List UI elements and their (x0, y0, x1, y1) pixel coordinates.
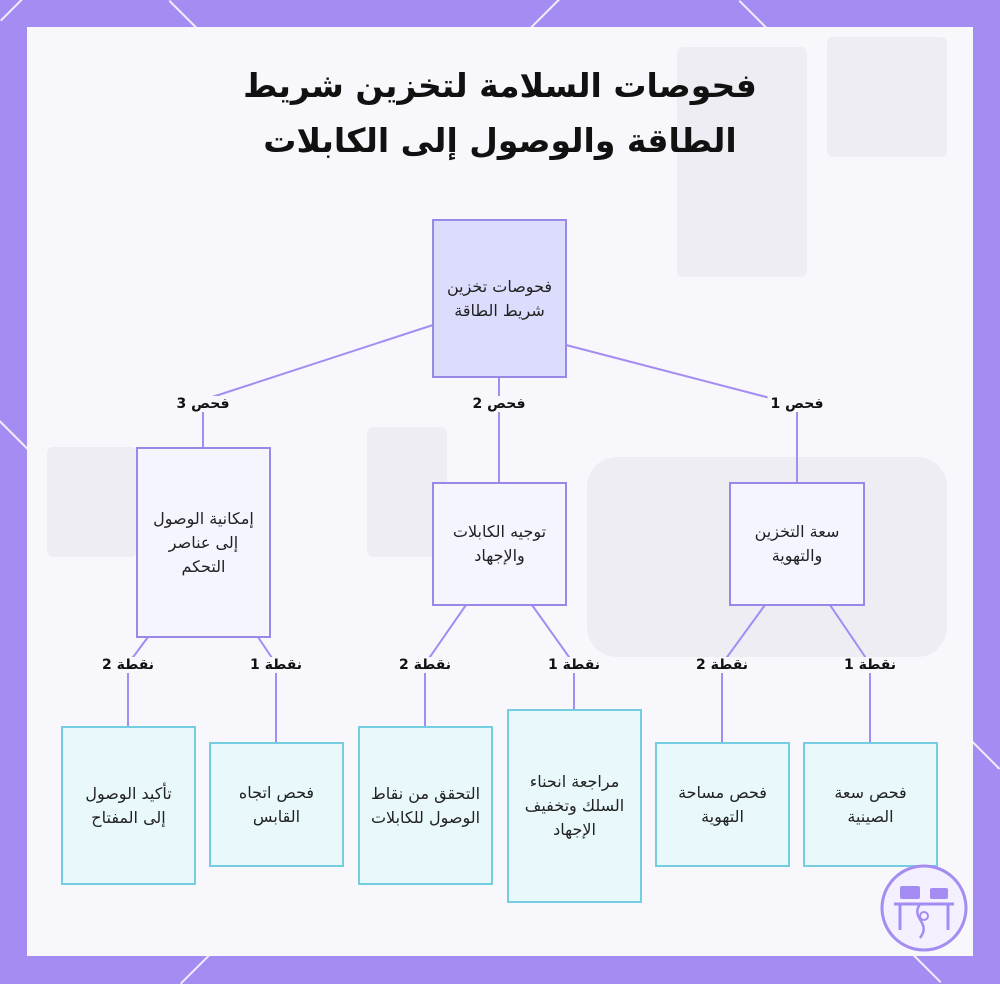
background-photo-block (47, 447, 137, 557)
node-cable-routing-label: توجيه الكابلات والإجهاد (452, 522, 547, 565)
title-line-2: الطاقة والوصول إلى الكابلات (263, 121, 737, 160)
node-ventilation-space: فحص مساحة التهوية (655, 742, 790, 867)
edge-c1-p1 (829, 604, 871, 665)
node-plug-orientation: فحص اتجاه القابس (209, 742, 344, 867)
edge-label-c2-point2: نقطة 2 (395, 657, 455, 673)
node-plug-orientation-label: فحص اتجاه القابس (238, 782, 315, 826)
workspace-logo-icon (880, 864, 968, 952)
background-photo-block (677, 47, 807, 277)
node-cable-routing: توجيه الكابلات والإجهاد (432, 482, 567, 606)
edge-c2-p2 (424, 604, 467, 665)
node-storage-capacity-label: سعة التخزين والتهوية (754, 522, 840, 565)
node-tray-capacity-label: فحص سعة الصينية (834, 782, 907, 826)
edge-label-check2: فحص 2 (469, 396, 529, 412)
node-storage-capacity: سعة التخزين والتهوية (729, 482, 865, 606)
node-root: فحوصات تخزين شريط الطاقة (432, 219, 567, 378)
node-cord-bend-strain: مراجعة انحناء السلك وتخفيف الإجهاد (507, 709, 642, 903)
node-switch-access: تأكيد الوصول إلى المفتاح (61, 726, 196, 885)
edge-c1-p2 (721, 604, 766, 665)
background-photo-block (827, 37, 947, 157)
edge-label-c2-point1: نقطة 1 (544, 657, 604, 673)
node-controls-access-label: إمكانية الوصول إلى عناصر التحكم (153, 508, 254, 576)
edge-c2-p1 (531, 604, 575, 665)
edge-label-c3-point2: نقطة 2 (98, 657, 158, 673)
node-ventilation-space-label: فحص مساحة التهوية (678, 782, 767, 826)
node-cable-access-points: التحقق من نقاط الوصول للكابلات (358, 726, 493, 885)
node-tray-capacity: فحص سعة الصينية (803, 742, 938, 867)
node-controls-access: إمكانية الوصول إلى عناصر التحكم (136, 447, 271, 638)
edge-label-check3: فحص 3 (173, 396, 233, 412)
diagram-title: فحوصات السلامة لتخزين شريط الطاقة والوصو… (0, 58, 1000, 168)
edge-label-c3-point1: نقطة 1 (246, 657, 306, 673)
edge-label-check1: فحص 1 (767, 396, 827, 412)
node-cable-access-points-label: التحقق من نقاط الوصول للكابلات (370, 783, 481, 827)
title-line-1: فحوصات السلامة لتخزين شريط (243, 66, 757, 105)
edge-label-c1-point2: نقطة 2 (692, 657, 752, 673)
node-cord-bend-strain-label: مراجعة انحناء السلك وتخفيف الإجهاد (524, 772, 625, 839)
edge-label-c1-point1: نقطة 1 (840, 657, 900, 673)
node-root-label: فحوصات تخزين شريط الطاقة (446, 276, 553, 320)
edge-root-c1 (565, 344, 798, 406)
edge-root-c3 (202, 324, 434, 401)
node-switch-access-label: تأكيد الوصول إلى المفتاح (85, 783, 172, 827)
